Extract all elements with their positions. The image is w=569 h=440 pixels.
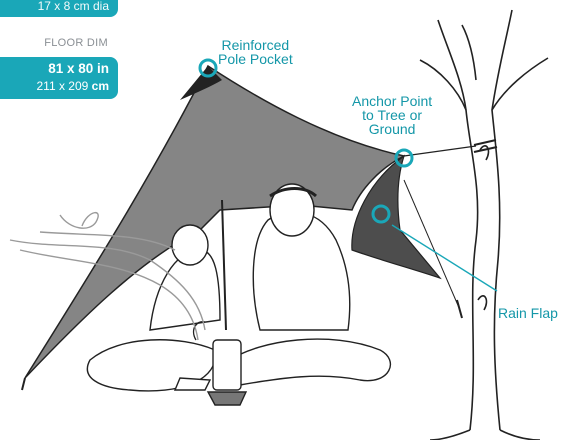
tarp-canopy [25, 66, 404, 378]
anchor-point-callout: Anchor Point to Tree or Ground [352, 94, 432, 136]
floor-dim-label: FLOOR DIM [0, 37, 108, 49]
anchor-point-label-line1: Anchor Point [352, 94, 432, 108]
pole-pocket-callout: Reinforced Pole Pocket [218, 38, 293, 66]
guy-line [404, 146, 476, 156]
floor-dim-metric: 211 x 209 cm [36, 79, 109, 93]
anchor-point-label-line2: to Tree or [352, 108, 432, 122]
pack-size-value: 17 x 8 cm dia [38, 0, 109, 13]
tarp-pole [222, 200, 226, 330]
floor-dim-metric-value: 211 x 209 [36, 79, 88, 93]
pack-size-badge: 17 x 8 cm dia [0, 0, 118, 17]
rain-flap-label: Rain Flap [498, 306, 558, 320]
floor-dim-metric-unit: cm [92, 79, 109, 93]
tree-illustration [420, 10, 548, 440]
floor-dim-badge: 81 x 80 in 211 x 209 cm [0, 57, 118, 99]
pole-pocket-label-line1: Reinforced [218, 38, 293, 52]
pole-pocket-label-line2: Pole Pocket [218, 52, 293, 66]
rain-flap-callout: Rain Flap [498, 306, 558, 320]
floor-dim-imperial: 81 x 80 in [48, 61, 109, 76]
anchor-point-label-line3: Ground [352, 122, 432, 136]
